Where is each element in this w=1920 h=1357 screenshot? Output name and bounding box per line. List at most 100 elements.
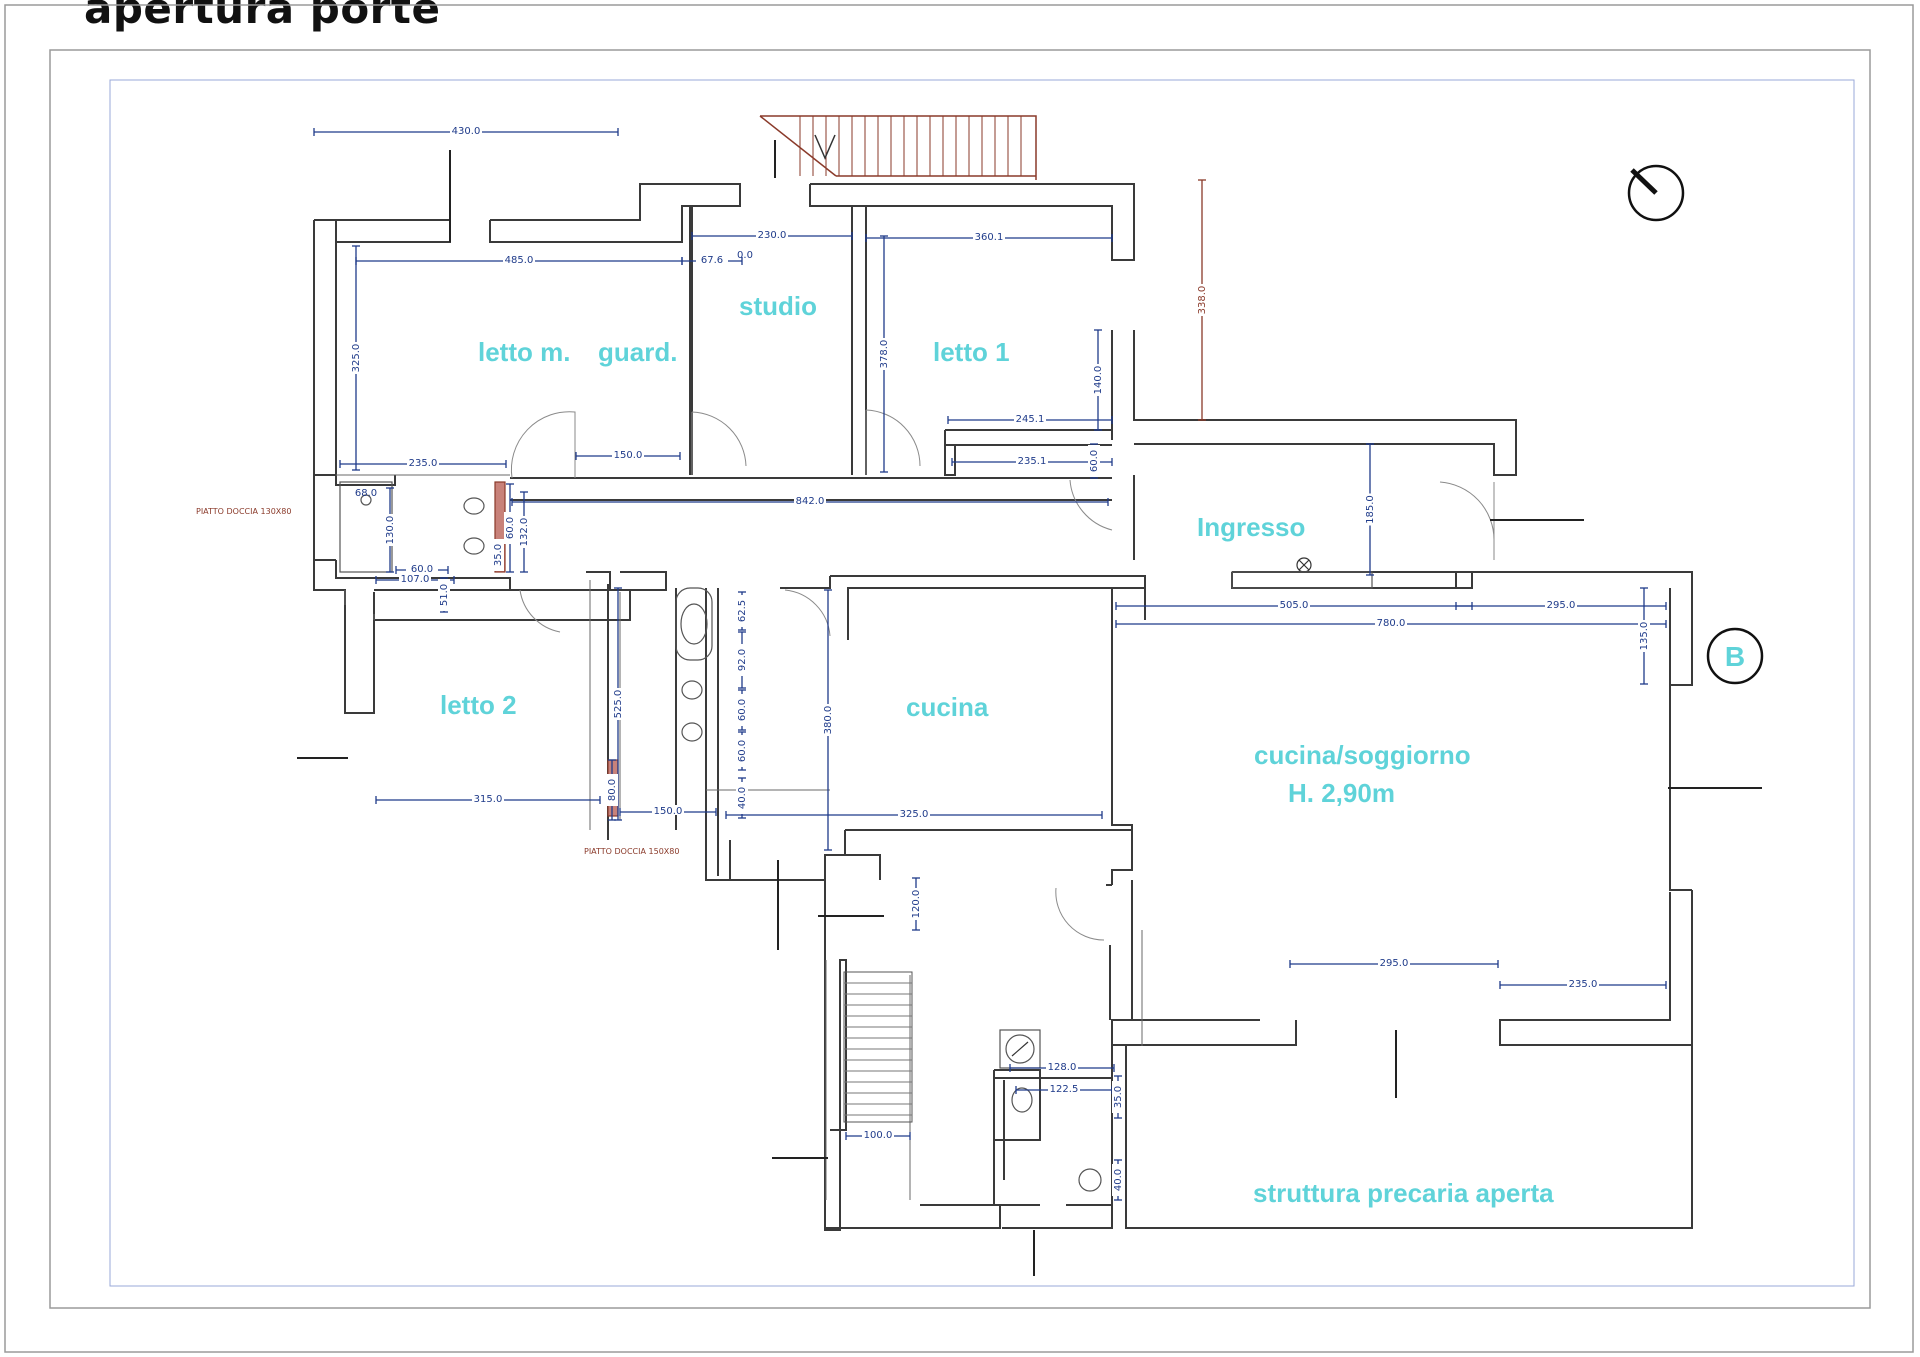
dimension-label: 122.5 <box>1050 1084 1079 1095</box>
dimension-label: 325.0 <box>900 809 929 820</box>
fixture-notes: PIATTO DOCCIA 130X80 PIATTO DOCCIA 150X8… <box>196 507 679 856</box>
outer-frame <box>4 4 1914 1353</box>
dimension-label-bg <box>612 449 644 459</box>
dimension-label: 338.0 <box>1197 286 1208 315</box>
dimension-label-bg <box>1048 1083 1080 1093</box>
dimension-label: 128.0 <box>1048 1062 1077 1073</box>
dimension-label-bg <box>973 231 1005 241</box>
dimension-label-bg <box>822 704 834 736</box>
room-guard: guard. <box>598 337 677 367</box>
dimension-label-bg <box>1112 1081 1124 1113</box>
toilet-2 <box>681 680 703 700</box>
dimension-label-bg <box>898 808 930 818</box>
dimension-label: 378.0 <box>879 340 890 369</box>
dimension-label-bg <box>878 338 890 370</box>
dimension-label: 60.0 <box>737 699 748 721</box>
dimension-label: 505.0 <box>1280 600 1309 611</box>
dimension-label: 130.0 <box>385 516 396 545</box>
room-height: H. 2,90m <box>1288 778 1395 808</box>
dimension-label-bg <box>1567 978 1599 988</box>
dimension-label: 430.0 <box>452 126 481 137</box>
dimension-label-bg <box>736 735 748 767</box>
dimension-label: 380.0 <box>823 706 834 735</box>
note-shower-1: PIATTO DOCCIA 130X80 <box>196 507 291 516</box>
dimension-label: 485.0 <box>505 255 534 266</box>
dimension-label: 295.0 <box>1380 958 1409 969</box>
dimension-label-bg <box>1378 957 1410 967</box>
dimension-label: 92.0 <box>737 649 748 671</box>
dimension-label-bg <box>518 516 530 548</box>
dimension-label: 235.0 <box>409 458 438 469</box>
dimension-label-bg <box>736 782 748 814</box>
dimension-label: 80.0 <box>607 779 618 801</box>
dimension-label-bg <box>652 805 684 815</box>
dimension-label-bg <box>492 539 504 571</box>
room-cucina: cucina <box>906 692 989 722</box>
toilet-3 <box>1011 1087 1033 1113</box>
dimension-label: 245.1 <box>1016 414 1045 425</box>
bottom-staircase <box>843 971 913 1123</box>
section-b-marker: B <box>1706 627 1764 685</box>
section-markers <box>297 140 1762 1276</box>
room-studio: studio <box>739 291 817 321</box>
dimension-label-bg <box>350 342 362 374</box>
dimension-label: 525.0 <box>613 690 624 719</box>
dimension-label-bg <box>910 888 922 920</box>
room-letto-2: letto 2 <box>440 690 517 720</box>
dimension-label-bg <box>1375 617 1407 627</box>
dimension-label: 150.0 <box>654 806 683 817</box>
dimension-label-bg <box>472 793 504 803</box>
room-letto-1: letto 1 <box>933 337 1010 367</box>
dimension-label: 107.0 <box>401 574 430 585</box>
dimension-label: 235.0 <box>1569 979 1598 990</box>
dimension-label: 150.0 <box>614 450 643 461</box>
door-swings <box>510 409 1495 941</box>
dimension-label: 51.0 <box>439 584 450 606</box>
dimension-label: 60.0 <box>737 740 748 762</box>
dimension-label: 40.0 <box>737 787 748 809</box>
dimension-label: 235.1 <box>1018 456 1047 467</box>
dimension-label: 132.0 <box>519 518 530 547</box>
dimension-label-bg <box>450 125 482 135</box>
dimension-label-bg <box>862 1129 894 1139</box>
dimension-label-bg <box>606 774 618 806</box>
dimension-label-bg <box>794 495 826 505</box>
inner-lines <box>336 474 1143 1200</box>
dimension-label: 60.0 <box>1089 450 1100 472</box>
dimension-label-bg <box>1196 284 1208 316</box>
dimension-label-bg <box>756 229 788 239</box>
dimension-label-bg <box>1545 599 1577 609</box>
walls <box>313 183 1693 1231</box>
dimension-label-bg <box>504 512 516 544</box>
dimension-label-bg <box>1278 599 1310 609</box>
section-b-letter: B <box>1725 641 1745 672</box>
dimension-label: 185.0 <box>1365 495 1376 524</box>
dimension-label: 230.0 <box>758 230 787 241</box>
drawing-frame <box>109 79 1855 1287</box>
dimension-label: 62.5 <box>737 600 748 622</box>
north-arrow-icon <box>1627 164 1685 222</box>
dimension-label-bg <box>1092 364 1104 396</box>
dimension-label-bg <box>1364 493 1376 526</box>
dimension-label: 60.0 <box>505 517 516 539</box>
dimension-label: 135.0 <box>1639 622 1650 651</box>
sheet-frame <box>49 49 1871 1309</box>
dimension-label: 35.0 <box>1113 1086 1124 1108</box>
room-struttura: struttura precaria aperta <box>1253 1178 1554 1208</box>
dimension-label: 67.6 <box>701 255 723 266</box>
dimension-label: 120.0 <box>911 890 922 919</box>
bathtub <box>675 587 713 661</box>
dimension-label-bg <box>384 514 396 546</box>
dimension-label: 780.0 <box>1377 618 1406 629</box>
dimension-label-bg <box>503 254 535 264</box>
dimension-label: 0.0 <box>737 250 753 261</box>
dimension-label: 60.0 <box>411 564 433 575</box>
dimension-label-bg <box>1638 620 1650 652</box>
room-cucina-soggiorno: cucina/soggiorno <box>1254 740 1471 770</box>
dimension-label-bg <box>736 595 748 627</box>
dimension-label-bg <box>406 563 438 573</box>
dimension-label-bg <box>1046 1061 1078 1071</box>
toilet-1 <box>463 497 485 515</box>
dimension-label-bg <box>399 573 431 583</box>
fixtures <box>339 481 1373 1192</box>
